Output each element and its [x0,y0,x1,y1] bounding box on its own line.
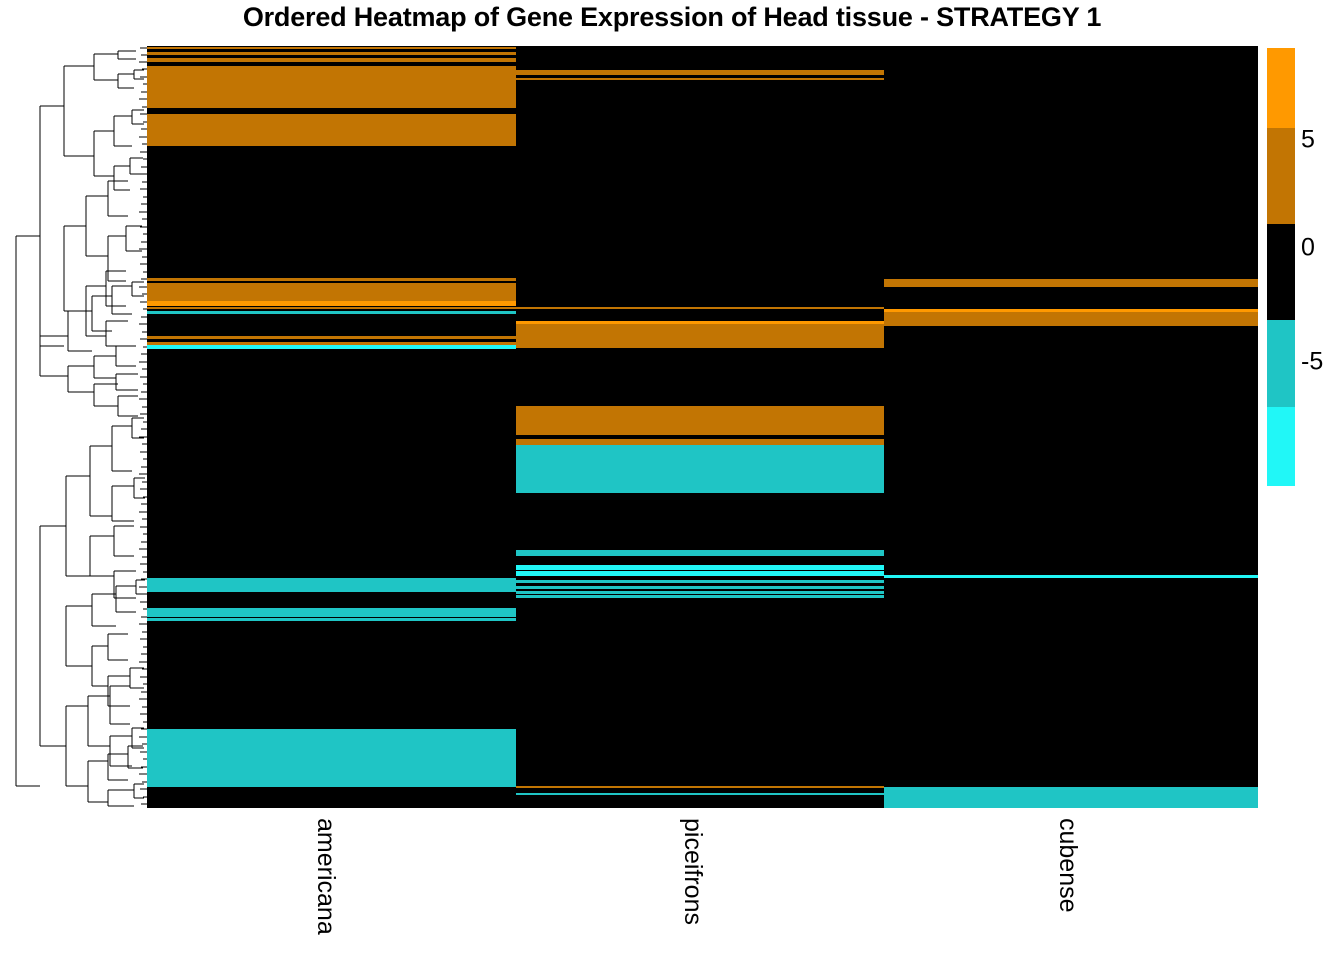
heatmap-band [516,595,884,598]
heatmap-band [516,580,884,583]
row-dendrogram-svg [15,47,147,807]
heatmap-band [516,406,884,435]
heatmap-band [147,729,516,787]
legend-tick-0: 0 [1301,233,1315,262]
page-title: Ordered Heatmap of Gene Expression of He… [242,2,1102,32]
heatmap-band [884,279,1258,287]
legend-band-negative [1267,320,1295,407]
heatmap-band [147,114,516,146]
heatmap-band [147,311,516,314]
heatmap-band [884,312,1258,326]
heatmap-band [147,58,516,62]
heatmap-band [147,52,516,55]
heatmap-band [147,307,884,309]
heatmap-band [147,342,516,345]
heatmap-band [147,47,516,49]
legend-band-zero [1267,224,1295,320]
heatmap-band [516,445,884,493]
heatmap-band [516,571,884,576]
heatmap-band [884,309,1258,312]
heatmap-band [884,575,1258,578]
heatmap-band [147,345,516,349]
column-label-piceifrons: piceifrons [679,818,707,925]
heatmap-band [884,787,1258,808]
legend-tick-neg5: -5 [1301,347,1324,376]
heatmap-band [147,336,516,339]
heatmap-band [516,565,884,570]
heatmap-band [516,321,884,325]
heatmap-cells [147,46,1258,808]
heatmap-band [147,301,516,306]
heatmap-band [516,324,884,348]
legend-band-positive [1267,128,1295,224]
heatmap-band [516,78,884,80]
heatmap-band [516,70,884,75]
column-label-americana: americana [312,818,340,935]
heatmap-band [516,439,884,447]
legend-band-high-negative [1267,407,1295,486]
legend-tick-5: 5 [1301,125,1315,154]
heatmap-band [147,283,516,305]
heatmap-band [516,586,884,589]
heatmap-band [147,578,516,592]
heatmap-band [516,591,884,594]
row-dendrogram [8,46,147,808]
legend-band-high-positive [1267,48,1295,128]
heatmap-band [147,66,516,108]
heatmap-band [147,618,516,621]
column-label-cubense: cubense [1054,818,1082,913]
heatmap-band [516,793,884,795]
heatmap-band [147,278,516,281]
color-key-legend: 5 0 -5 [1267,48,1323,486]
heatmap-band [516,550,884,556]
heatmap-grid [147,46,1258,808]
heatmap-band [516,786,884,788]
heatmap-band [147,608,516,617]
